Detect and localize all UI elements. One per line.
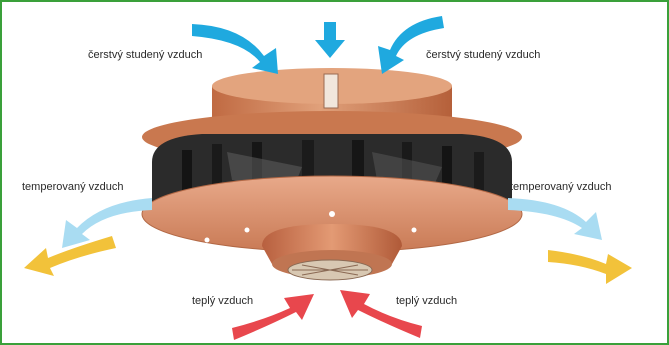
tempered-air-arrow-right xyxy=(508,198,602,240)
label-tempered-air-left: temperovaný vzduch xyxy=(22,181,124,193)
label-warm-air-right: teplý vzduch xyxy=(396,295,457,307)
label-fresh-cold-air-right: čerstvý studený vzduch xyxy=(426,49,540,61)
fresh-air-arrow-center xyxy=(315,22,345,58)
unit-center-hub xyxy=(262,224,402,280)
fresh-air-arrows xyxy=(192,16,444,74)
label-tempered-air-right: temperovaný vzduch xyxy=(510,181,612,193)
label-fresh-cold-air-left: čerstvý studený vzduch xyxy=(88,49,202,61)
label-warm-air-left: teplý vzduch xyxy=(192,295,253,307)
fresh-air-arrow-right xyxy=(378,16,444,74)
warm-air-arrows xyxy=(232,290,422,340)
fresh-air-arrow-left xyxy=(192,24,278,74)
outflow-arrow-right xyxy=(548,250,632,284)
